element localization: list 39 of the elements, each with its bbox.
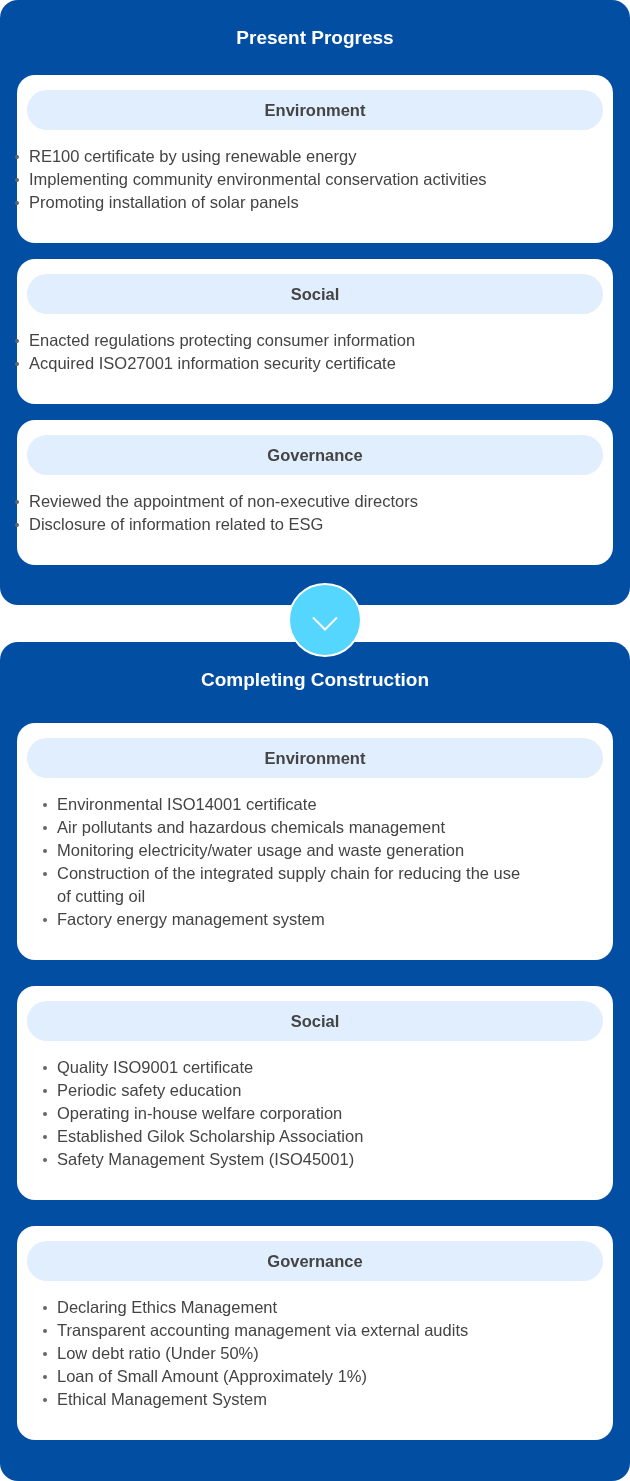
bullet-text: Factory energy management system — [57, 910, 325, 928]
category-card — [17, 1226, 613, 1440]
category-card — [17, 986, 613, 1200]
bullet-text: Enacted regulations protecting consumer information — [29, 331, 416, 349]
bullet-text: Low debt ratio (Under 50%) — [57, 1344, 259, 1362]
bullet-text: Transparent accounting management via external audits — [57, 1321, 469, 1339]
bullet-text: Reviewed the appointment of non-executive directors — [29, 492, 418, 510]
chevron-arrow — [312, 616, 338, 631]
bullet-text: Established Gilok Scholarship Association — [57, 1127, 364, 1145]
category-card — [17, 723, 613, 960]
section-panel — [0, 0, 630, 605]
section-panel — [0, 642, 630, 1481]
section-title: Completing Construction — [201, 668, 429, 692]
category-header: Environment — [27, 738, 603, 778]
bullet-text: Quality ISO9001 certificate — [57, 1058, 254, 1076]
bullet-text: Promoting installation of solar panels — [29, 193, 299, 211]
category-card — [17, 259, 613, 404]
category-header: Social — [27, 1001, 603, 1041]
bullet-text: Air pollutants and hazardous chemicals management — [57, 818, 445, 836]
bullet-text: Construction of the integrated supply chain for reducing the use of cutting oil — [57, 864, 521, 905]
bullet-text: Safety Management System (ISO45001) — [57, 1150, 355, 1168]
bullet-text: Ethical Management System — [57, 1390, 267, 1408]
category-header: Environment — [27, 90, 603, 130]
bullet-text: Disclosure of information related to ESG — [29, 515, 324, 533]
category-card — [17, 420, 613, 565]
bullet-text: RE100 certificate by using renewable energy — [29, 147, 357, 165]
bullet-text: Declaring Ethics Management — [57, 1298, 278, 1316]
category-card — [17, 75, 613, 243]
category-header: Governance — [27, 435, 603, 475]
bullet-text: Operating in-house welfare corporation — [57, 1104, 343, 1122]
category-header: Governance — [27, 1241, 603, 1281]
bullet-text: Periodic safety education — [57, 1081, 242, 1099]
bullet-text: Acquired ISO27001 information security certificate — [29, 354, 396, 372]
bullet-text: Implementing community environmental conservation activities — [29, 170, 487, 188]
bullet-text: Loan of Small Amount (Approximately 1%) — [57, 1367, 367, 1385]
bullet-text: Monitoring electricity/water usage and waste generation — [57, 841, 465, 859]
category-header: Social — [27, 274, 603, 314]
section-title: Present Progress — [236, 26, 394, 50]
bullet-text: Environmental ISO14001 certificate — [57, 795, 317, 813]
